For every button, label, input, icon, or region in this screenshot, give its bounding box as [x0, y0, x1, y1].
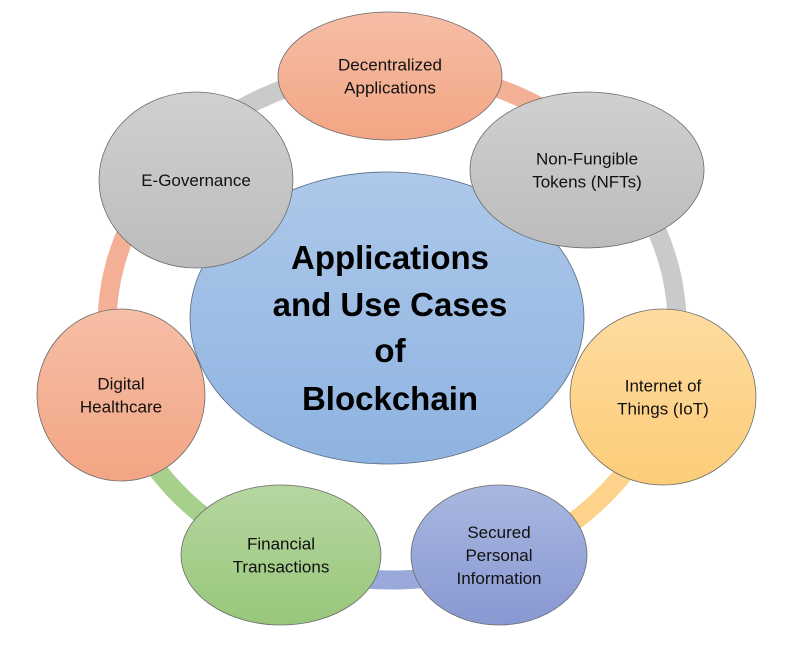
node-label-line: Personal — [465, 546, 532, 565]
node-label-line: Tokens (NFTs) — [532, 173, 642, 192]
node-label-line: E-Governance — [141, 171, 251, 190]
node-label-line: Internet of — [625, 377, 702, 396]
node-label-line: Non-Fungible — [536, 150, 638, 169]
node-label-line: Information — [456, 569, 541, 588]
use-case-nodes: DecentralizedApplicationsNon-FungibleTok… — [98, 11, 705, 626]
node-label-line: Healthcare — [80, 398, 162, 417]
node-internet-of-things: Internet of Things (IoT) — [569, 308, 757, 486]
node-ellipse — [469, 91, 705, 249]
central-title-line-3: of — [374, 332, 406, 369]
central-title-line-1: Applications — [291, 239, 489, 276]
node-ellipse — [180, 484, 382, 626]
node-ellipse — [36, 308, 206, 482]
node-e-governance: E-Governance — [98, 91, 294, 269]
node-label-line: Financial — [247, 535, 315, 554]
node-label-line: Secured — [467, 523, 530, 542]
node-label-line: Digital — [97, 375, 144, 394]
node-label-line: Applications — [344, 79, 436, 98]
node-label-line: Things (IoT) — [617, 400, 709, 419]
node-label-line: Decentralized — [338, 56, 442, 75]
central-title-line-4: Blockchain — [302, 380, 478, 417]
node-ellipse — [569, 308, 757, 486]
central-topic: Applications and Use Cases of Blockchain — [189, 171, 585, 465]
node-ellipse — [410, 484, 588, 626]
central-ellipse — [189, 171, 585, 465]
node-label-line: Transactions — [233, 558, 330, 577]
central-title-line-2: and Use Cases — [273, 286, 508, 323]
node-ellipse — [98, 91, 294, 269]
node-ellipse — [277, 11, 503, 141]
